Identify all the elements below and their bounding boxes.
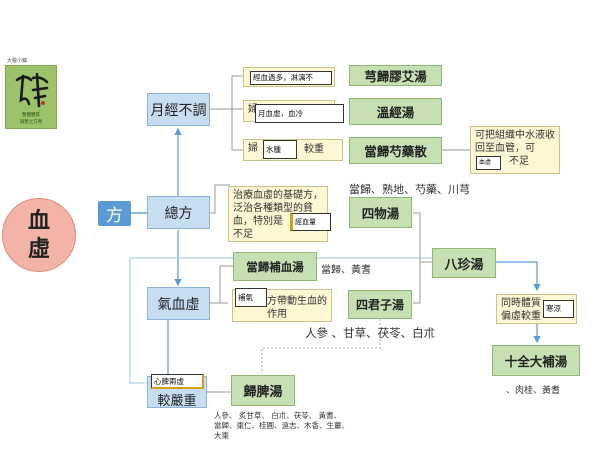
formula-wen-jing[interactable]: 溫經湯 <box>349 98 442 125</box>
logo-caption-2: 調整之方劑 <box>19 120 43 125</box>
annotation-heart-spleen: 心脾兩虛 <box>151 374 204 389</box>
desc-3-text: 婦 <box>248 143 258 154</box>
blood-deficiency-node[interactable]: 血 虛 <box>2 198 76 272</box>
formula-dang-gui-shao-yao[interactable]: 當歸芍藥散 <box>349 137 442 164</box>
dang-gui-shao-yao-desc: 可把組織中水液收回至血管，可 <box>475 130 555 154</box>
shi-quan-desc-box: 同時體質 偏虛較重 <box>496 294 577 324</box>
formula-dang-gui-bu-xue[interactable]: 當歸補血湯 <box>233 252 317 281</box>
category-qi-blood[interactable]: 氣血虛 <box>147 287 210 320</box>
si-wu-desc-box: 治療血虛的基礎方，泛治各種類型的貧血，特別是 不足 <box>228 186 328 242</box>
category-menstrual[interactable]: 月經不調 <box>147 93 210 126</box>
formula-xiong-gui-jiao-ai[interactable]: 芎歸膠艾湯 <box>349 65 442 86</box>
desc-3-tail: 較重 <box>304 144 324 155</box>
gui-pi-ingredients-1: 人參、 炙甘草、 白朮、茯苓、 黃耆、 <box>214 411 342 420</box>
gui-pi-ingredients-3: 大棗 <box>214 431 229 440</box>
center-char-1: 血 <box>27 208 50 234</box>
formula-si-jun-zi[interactable]: 四君子湯 <box>348 290 412 319</box>
formula-ba-zhen[interactable]: 八珍湯 <box>432 248 496 278</box>
shi-quan-desc: 同時體質 <box>501 298 541 309</box>
formula-shi-quan-da-bu[interactable]: 十全大補湯 <box>492 345 580 376</box>
dang-gui-shao-yao-note: 可把組織中水液收回至血管，可 不足 <box>470 126 560 174</box>
logo-caption-1: 整體體質 <box>22 113 40 118</box>
brand-tag: 大醫小鎮 <box>7 58 28 64</box>
annotation-edema: 水腫 <box>263 140 297 159</box>
center-char-2: 虛 <box>27 236 50 262</box>
formula-si-wu[interactable]: 四物湯 <box>349 197 412 228</box>
annotation-blood-cold: 月血虛，血冷 <box>255 104 344 123</box>
formula-label[interactable]: 方 <box>98 201 131 226</box>
shi-quan-ingredients: 、肉桂、黃耆 <box>506 386 561 396</box>
si-wu-desc-tail: 不足 <box>233 229 253 240</box>
annotation-heavy-menses: 經血過多，淋漓不 <box>250 71 332 85</box>
desc-2-text: 婦 <box>248 104 258 115</box>
category-general[interactable]: 總方 <box>147 196 210 229</box>
brand-logo: 整體體質 調整之方劑 <box>5 65 57 129</box>
dang-gui-bu-xue-ingredients: 當歸、黃耆 <box>321 265 371 276</box>
annotation-blood-volume: 經血量 <box>290 213 331 231</box>
gui-pi-ingredients-2: 當歸、棗仁、桂圓、遠志、木香、生薑、 <box>214 421 349 430</box>
annotation-tonify-qi: 補氣 <box>235 288 267 307</box>
calligraphy-logo-icon <box>15 72 49 108</box>
annotation-cold-cool: 寒涼 <box>543 300 574 318</box>
si-jun-zi-desc: 方帶動生血的作用 <box>267 296 327 320</box>
formula-gui-pi[interactable]: 歸脾湯 <box>231 375 295 406</box>
si-jun-zi-ingredients: 人參 、甘草、茯苓、白朮 <box>305 326 436 340</box>
si-wu-ingredients: 當歸、熟地、芍藥、川芎 <box>349 183 470 196</box>
dang-gui-shao-yao-tail: 不足 <box>509 156 529 167</box>
shi-quan-desc-2: 偏虛較重 <box>501 311 541 322</box>
annotation-blood-deficiency: 血虛 <box>476 156 501 170</box>
si-wu-desc: 治療血虛的基礎方，泛治各種類型的貧血，特別是 <box>233 190 323 227</box>
